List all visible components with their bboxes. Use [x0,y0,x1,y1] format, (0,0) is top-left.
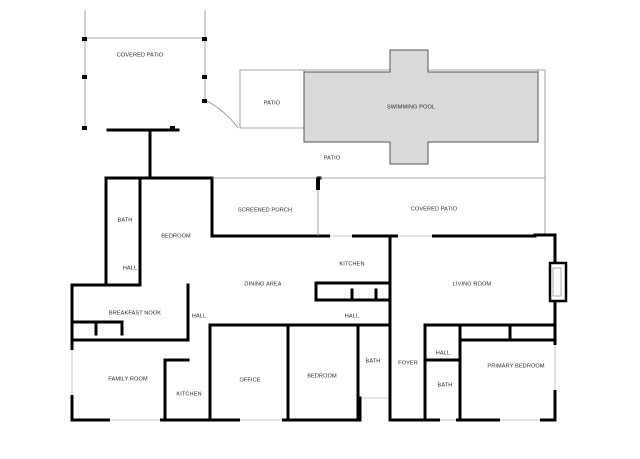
covered-patio-top-outline [84,10,239,130]
label-hall-center: HALL [345,313,359,319]
label-covered-patio-right: COVERED PATIO [411,206,458,212]
label-screened-porch: SCREENED PORCH [238,207,292,213]
patio-posts [82,37,207,130]
label-covered-patio-top: COVERED PATIO [117,52,164,58]
label-kitchen-left: KITCHEN [176,391,201,397]
label-dining-area: DINING AREA [244,281,281,287]
label-kitchen-center: KITCHEN [339,261,364,267]
label-hall-upper: HALL [123,265,137,271]
label-patio-small: PATIO [264,100,281,106]
label-bath-upper: BATH [118,217,133,223]
label-family-room: FAMILY ROOM [108,376,148,382]
label-bath-right: BATH [438,382,453,388]
label-hall-right: HALL [436,350,450,356]
label-foyer: FOYER [398,360,418,366]
label-swimming-pool: SWIMMING POOL [387,104,435,110]
screened-porch-outline [212,177,545,236]
label-bedroom-upper: BEDROOM [161,233,191,239]
label-hall-left: HALL [192,313,206,319]
label-primary-bedroom: PRIMARY BEDROOM [487,363,544,369]
label-patio-main: PATIO [324,155,341,161]
interior-walls [70,234,568,422]
label-bath-center: BATH [366,358,381,364]
label-office: OFFICE [239,377,260,383]
windows [70,234,557,422]
label-living-room: LIVING ROOM [453,281,492,287]
label-bedroom-lower: BEDROOM [307,373,337,379]
swimming-pool [303,49,539,165]
label-breakfast-nook: BREAKFAST NOOK [109,310,161,316]
